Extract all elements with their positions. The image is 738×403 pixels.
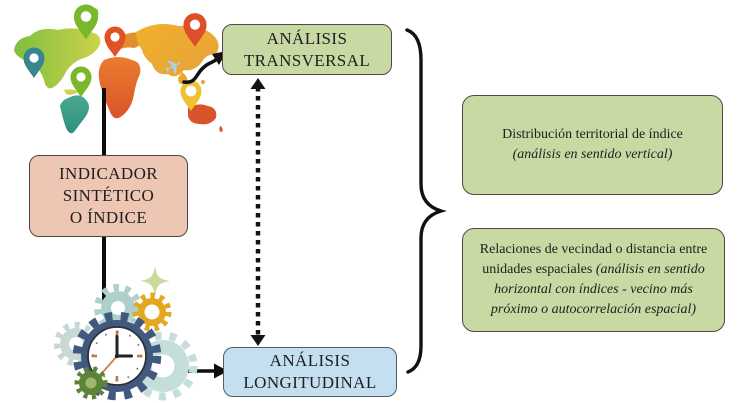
clock-second-hand xyxy=(102,355,118,373)
map-pin-green-2 xyxy=(70,66,92,97)
continent-australia xyxy=(188,104,217,125)
map-pin-green xyxy=(73,4,99,40)
sparkle-icon xyxy=(140,266,170,296)
continent-new-zealand xyxy=(219,126,223,132)
gears-and-clock xyxy=(53,266,198,401)
annotation-1-italic: (análisis en sentido vertical) xyxy=(512,147,673,162)
annotation-distribucion-territorial: Distribución territorial de índice (anál… xyxy=(462,95,723,195)
connector-source-to-gears xyxy=(102,237,106,315)
node-analisis-transversal: ANÁLISIS TRANSVERSAL xyxy=(222,24,392,75)
node-transversal-label: ANÁLISIS TRANSVERSAL xyxy=(243,28,371,70)
map-pin-yellow xyxy=(180,80,202,111)
continent-south-america xyxy=(60,95,89,134)
gear-navy-clock-icon xyxy=(72,311,162,401)
node-analisis-longitudinal: ANÁLISIS LONGITUDINAL xyxy=(223,347,397,397)
annotation-relaciones-vecindad: Relaciones de vecindad o distancia entre… xyxy=(462,228,725,332)
annotation-2-italic: (análisis en sentido horizontal con índi… xyxy=(490,262,705,317)
annotation-1-text: Distribución territorial de índice xyxy=(502,127,683,143)
node-indicador-label: INDICADOR SINTÉTICO O ÍNDICE xyxy=(59,163,158,228)
curly-brace-icon xyxy=(405,28,447,374)
island xyxy=(201,80,205,84)
world-map: ✈ xyxy=(14,4,227,134)
node-indicador-sintetico: INDICADOR SINTÉTICO O ÍNDICE xyxy=(29,155,188,237)
node-longitudinal-label: ANÁLISIS LONGITUDINAL xyxy=(243,351,377,392)
dotted-double-arrow xyxy=(250,78,266,346)
gear-gold-icon xyxy=(132,292,172,332)
map-pin-red xyxy=(183,13,207,47)
gear-green-icon xyxy=(74,366,108,400)
map-pin-orange xyxy=(104,26,126,57)
continent-central-america xyxy=(64,89,78,95)
connector-map-to-source xyxy=(102,88,106,155)
location-pins xyxy=(23,4,207,111)
continent-africa xyxy=(98,57,141,119)
annotation-2-text: Relaciones de vecindad o distancia entre… xyxy=(479,242,708,278)
continent-north-america xyxy=(14,28,101,89)
annotation-2-paragraph: Relaciones de vecindad o distancia entre… xyxy=(472,240,715,320)
map-pin-teal xyxy=(23,47,45,78)
